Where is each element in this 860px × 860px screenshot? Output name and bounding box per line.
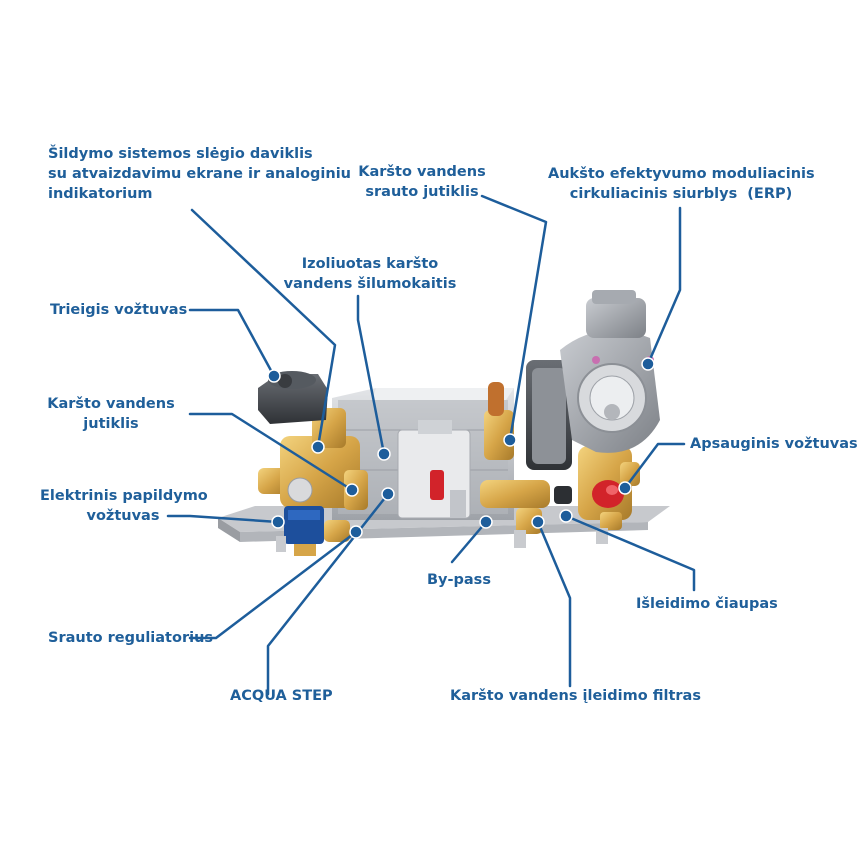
label-acqua-step: ACQUA STEP	[230, 686, 333, 706]
leader-fill-valve	[166, 514, 280, 524]
label-line: Karšto vandens įleidimo filtras	[450, 688, 701, 704]
drain-tap	[554, 486, 572, 504]
flow-group-block	[397, 420, 471, 519]
label-line: su atvaizdavimu ekrane ir analoginiu	[48, 166, 352, 182]
label-line: vandens šilumokaitis	[283, 276, 457, 292]
label-line: Apsauginis vožtuvas	[690, 436, 858, 452]
leader-drain-tap	[564, 514, 696, 592]
label-line: srauto jutiklis	[365, 184, 479, 200]
circulation-pump	[526, 290, 660, 470]
leader-pressure-sensor	[190, 208, 337, 449]
leader-three-way-valve	[188, 308, 276, 378]
label-line: Karšto vandens	[358, 164, 486, 180]
leader-lines	[166, 194, 696, 696]
label-line: Izoliuotas karšto	[301, 256, 439, 272]
label-line: vožtuvas	[86, 508, 160, 524]
fill-valve-coil	[284, 506, 324, 556]
label-line: Aukšto efektyvumo moduliacinis	[548, 166, 815, 182]
label-heat-exchanger: Izoliuotas karšto vandens šilumokaitis	[280, 254, 460, 294]
leader-dhw-sensor	[188, 412, 354, 492]
label-pump: Aukšto efektyvumo moduliacinis cirkuliac…	[548, 164, 815, 204]
label-line: Karšto vandens	[47, 396, 175, 412]
label-line: Šildymo sistemos slėgio daviklis	[48, 146, 313, 162]
label-bypass: By-pass	[427, 570, 491, 590]
leader-dhw-flow-sensor	[480, 194, 548, 442]
label-pressure-sensor: Šildymo sistemos slėgio daviklis su atva…	[48, 144, 351, 204]
label-dhw-sensor: Karšto vandens jutiklis	[36, 394, 186, 434]
label-line: By-pass	[427, 572, 491, 588]
label-line: cirkuliacinis siurblys (ERP)	[569, 186, 793, 202]
leader-safety-valve	[623, 442, 686, 490]
leader-bypass	[450, 520, 488, 564]
label-line: indikatorium	[48, 186, 153, 202]
label-dhw-flow-sensor: Karšto vandens srauto jutiklis	[352, 162, 492, 202]
label-three-way-valve: Trieigis vožtuvas	[50, 300, 187, 320]
leader-dots	[267, 357, 655, 539]
label-line: Trieigis vožtuvas	[50, 302, 188, 318]
label-line: Išleidimo čiaupas	[636, 596, 778, 612]
label-safety-valve: Apsauginis vožtuvas	[690, 434, 858, 454]
safety-valve	[592, 480, 624, 508]
label-drain-tap: Išleidimo čiaupas	[636, 594, 778, 614]
leader-heat-exchanger	[356, 294, 386, 456]
leader-inlet-filter	[536, 520, 572, 688]
leader-flow-regulator	[188, 530, 358, 640]
leader-acqua-step	[266, 492, 390, 696]
label-flow-regulator: Srauto reguliatorius	[48, 628, 213, 648]
label-line: ACQUA STEP	[230, 688, 333, 704]
label-fill-valve: Elektrinis papildymo vožtuvas	[40, 486, 208, 526]
label-line: Elektrinis papildymo	[40, 488, 208, 504]
leader-pump	[646, 206, 682, 366]
label-line: Srauto reguliatorius	[48, 630, 214, 646]
label-inlet-filter: Karšto vandens įleidimo filtras	[450, 686, 701, 706]
label-line: jutiklis	[83, 416, 139, 432]
left-manifold	[258, 408, 368, 542]
